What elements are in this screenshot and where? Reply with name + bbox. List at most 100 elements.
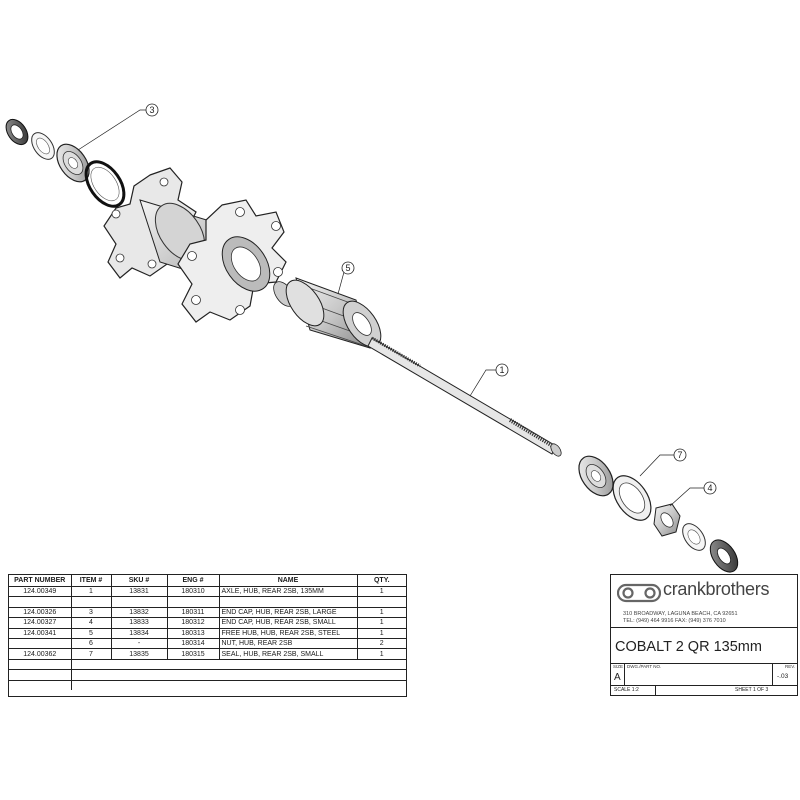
cell-part-number: 124.00326 xyxy=(9,607,72,619)
cell-part-number: 124.00362 xyxy=(9,648,72,660)
table-row xyxy=(9,596,406,608)
cell-eng: 180310 xyxy=(167,586,220,598)
title-block: crankbrothers 310 BROADWAY, LAGUNA BEACH… xyxy=(610,574,798,696)
crankbrothers-logo-icon xyxy=(617,583,661,603)
callout-7-label: 7 xyxy=(677,450,682,460)
header-qty: QTY. xyxy=(357,575,406,587)
table-row: 6 - 180314 NUT, HUB, REAR 2SB 2 xyxy=(9,638,406,650)
callout-1: 1 xyxy=(469,363,509,397)
size-cell: SIZE A xyxy=(611,663,625,685)
table-row: 124.00341 5 13834 180313 FREE HUB, HUB, … xyxy=(9,628,406,639)
cell-item: 1 xyxy=(71,586,112,598)
cell-qty: 1 xyxy=(357,648,406,660)
cell-name: SEAL, HUB, REAR 2SB, SMALL xyxy=(219,648,358,660)
brand-name: crankbrothers xyxy=(663,579,770,599)
sheet-text: SHEET 1 OF 3 xyxy=(735,687,769,693)
size-value: A xyxy=(614,672,621,683)
rev-label: REV. xyxy=(785,664,796,669)
cell-name xyxy=(219,596,358,608)
drawing-title: COBALT 2 QR 135mm xyxy=(615,639,762,655)
hub-nut xyxy=(653,503,681,537)
cell-sku xyxy=(111,596,168,608)
header-name: NAME xyxy=(219,575,358,587)
cell-qty: 1 xyxy=(357,617,406,629)
left-end-cap xyxy=(5,118,29,146)
cell-eng: 180314 xyxy=(167,638,220,650)
hub-shell xyxy=(103,167,287,323)
dwg-part-label: DWG./PART NO. xyxy=(627,664,662,669)
callout-1-label: 1 xyxy=(499,365,504,375)
cell-item: 4 xyxy=(71,617,112,629)
cell-part-number xyxy=(9,596,72,608)
cell-sku: 13835 xyxy=(111,648,168,660)
table-row-empty xyxy=(9,669,406,681)
cell-name: END CAP, HUB, REAR 2SB, SMALL xyxy=(219,617,358,629)
cell-eng: 180315 xyxy=(167,648,220,660)
cell-part-number xyxy=(9,638,72,650)
left-seal-ring xyxy=(84,160,126,208)
right-seal xyxy=(612,475,652,521)
right-end-cap xyxy=(709,539,739,573)
size-label: SIZE xyxy=(613,664,624,669)
callout-3: 3 xyxy=(77,103,159,151)
table-row-empty xyxy=(9,680,406,690)
header-eng: ENG # xyxy=(167,575,220,587)
cell-part-number: 124.00341 xyxy=(9,628,72,639)
cell-part-number: 124.00349 xyxy=(9,586,72,598)
cell-sku: 13831 xyxy=(111,586,168,598)
cell-name: FREE HUB, HUB, REAR 2SB, STEEL xyxy=(219,628,358,639)
cell-sku: - xyxy=(111,638,168,650)
cell-eng: 180313 xyxy=(167,628,220,639)
table-header-row: PART NUMBER ITEM # SKU # ENG # NAME QTY. xyxy=(9,575,406,587)
cell-eng: 180311 xyxy=(167,607,220,619)
header-sku: SKU # xyxy=(111,575,168,587)
cell-part-number: 124.00327 xyxy=(9,617,72,629)
cell-sku: 13834 xyxy=(111,628,168,639)
callout-4-label: 4 xyxy=(707,483,712,493)
axle xyxy=(367,336,562,457)
cell-eng xyxy=(167,596,220,608)
header-part-number: PART NUMBER xyxy=(9,575,72,587)
cell-eng: 180312 xyxy=(167,617,220,629)
rev-cell: REV. -.03 xyxy=(773,663,797,685)
cell-qty: 1 xyxy=(357,628,406,639)
table-row-empty xyxy=(9,659,406,671)
callout-4: 4 xyxy=(669,481,717,507)
address-line-1: 310 BROADWAY, LAGUNA BEACH, CA 92651 xyxy=(623,611,738,617)
header-item: ITEM # xyxy=(71,575,112,587)
cell-item: 5 xyxy=(71,628,112,639)
table-row: 124.00362 7 13835 180315 SEAL, HUB, REAR… xyxy=(9,648,406,660)
free-hub-body xyxy=(273,277,382,349)
cell-qty: 1 xyxy=(357,607,406,619)
cell-qty xyxy=(357,596,406,608)
parts-list-table: PART NUMBER ITEM # SKU # ENG # NAME QTY.… xyxy=(8,574,407,697)
cell-item: 7 xyxy=(71,648,112,660)
callout-5-label: 5 xyxy=(345,263,350,273)
callout-7: 7 xyxy=(639,448,687,477)
dwg-part-cell: DWG./PART NO. xyxy=(625,663,773,685)
right-bearing xyxy=(578,455,614,497)
cell-sku: 13832 xyxy=(111,607,168,619)
callout-3-label: 3 xyxy=(149,105,154,115)
address-line-2: TEL: (949) 464 9916 FAX: (949) 376 7010 xyxy=(623,618,726,624)
cell-item: 3 xyxy=(71,607,112,619)
cell-name: AXLE, HUB, REAR 2SB, 135MM xyxy=(219,586,358,598)
table-row: 124.00349 1 13831 180310 AXLE, HUB, REAR… xyxy=(9,586,406,598)
right-washer xyxy=(682,523,706,551)
table-row: 124.00327 4 13833 180312 END CAP, HUB, R… xyxy=(9,617,406,629)
scale-row: SCALE 1:2 SHEET 1 OF 3 xyxy=(611,685,797,695)
callout-5: 5 xyxy=(337,261,355,295)
cell-qty: 2 xyxy=(357,638,406,650)
rev-value: -.03 xyxy=(777,673,789,680)
cell-item: 6 xyxy=(71,638,112,650)
logo-area: crankbrothers 310 BROADWAY, LAGUNA BEACH… xyxy=(611,575,797,628)
left-washer xyxy=(31,132,55,160)
cell-name: NUT, HUB, REAR 2SB xyxy=(219,638,358,650)
left-bearing xyxy=(56,143,90,183)
table-row: 124.00326 3 13832 180311 END CAP, HUB, R… xyxy=(9,607,406,619)
cell-item xyxy=(71,596,112,608)
size-row: SIZE A DWG./PART NO. REV. -.03 xyxy=(611,663,797,686)
cell-qty: 1 xyxy=(357,586,406,598)
scale-text: SCALE 1:2 xyxy=(614,687,639,693)
